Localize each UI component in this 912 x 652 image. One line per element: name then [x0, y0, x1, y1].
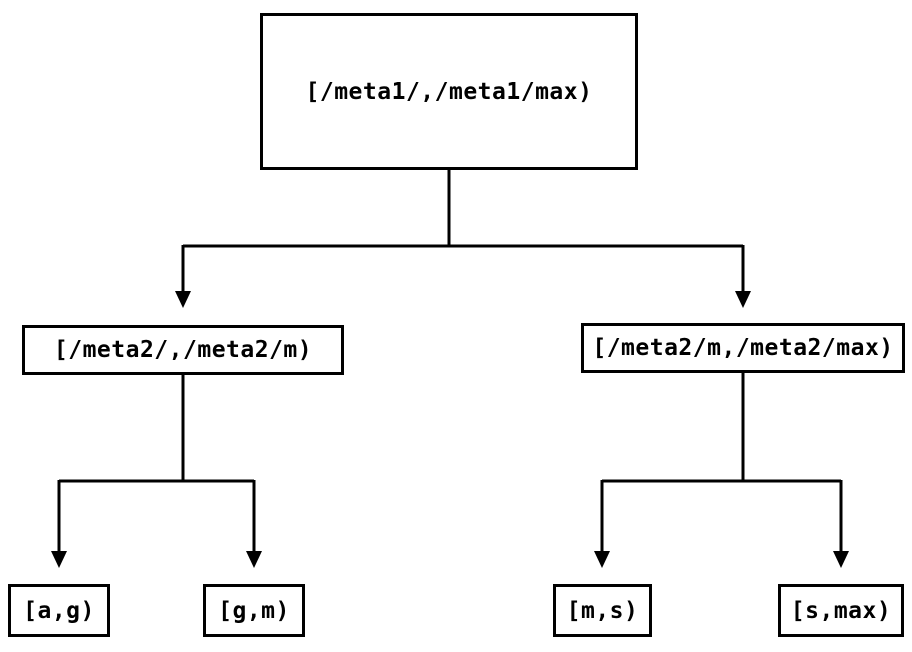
- arrowhead-icon: [246, 551, 262, 568]
- node-leaf-gm: [g,m): [203, 584, 305, 637]
- node-leaf-ag: [a,g): [8, 584, 110, 637]
- node-leaf-ms: [m,s): [553, 584, 652, 637]
- arrowhead-icon: [175, 291, 191, 308]
- node-root-range: [/meta1/,/meta1/max): [260, 13, 638, 170]
- arrowhead-icon: [51, 551, 67, 568]
- node-meta2-high-range: [/meta2/m,/meta2/max): [581, 323, 905, 373]
- arrowhead-icon: [735, 291, 751, 308]
- arrowhead-icon: [594, 551, 610, 568]
- arrowhead-icon: [833, 551, 849, 568]
- node-meta2-low-range: [/meta2/,/meta2/m): [22, 325, 344, 375]
- node-leaf-smax: [s,max): [778, 584, 904, 637]
